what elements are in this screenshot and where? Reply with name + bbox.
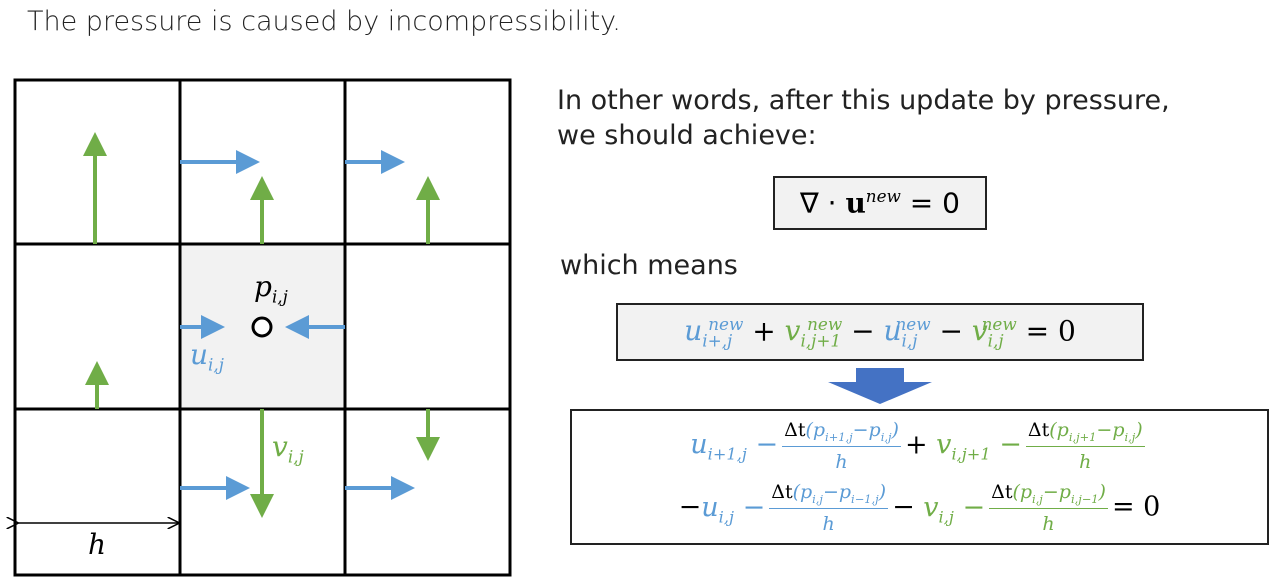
discrete-divergence-equation: ui+,jnew + vi,j+1new − ui,jnew − vi,jnew…: [616, 303, 1144, 361]
pressure-point: [251, 316, 273, 338]
u-label: ui,j: [190, 338, 224, 375]
h-label: h: [88, 528, 107, 561]
divergence-equation: ∇ · unew = 0: [773, 176, 987, 230]
text-other-words: In other words, after this update by pre…: [557, 85, 1170, 116]
text-which-means: which means: [560, 250, 738, 281]
slide-title: The pressure is caused by incompressibil…: [27, 6, 621, 37]
v-label: vi,j: [272, 430, 304, 467]
pressure-label: pi,j: [254, 270, 288, 307]
down-arrow-icon: [828, 368, 932, 404]
text-achieve: we should achieve:: [557, 120, 817, 151]
expanded-equation: ui+1,j −Δt(pi+1,j−pi,j)h+ vi,j+1 −Δt(pi,…: [570, 409, 1269, 545]
mac-grid-diagram: [0, 78, 512, 577]
